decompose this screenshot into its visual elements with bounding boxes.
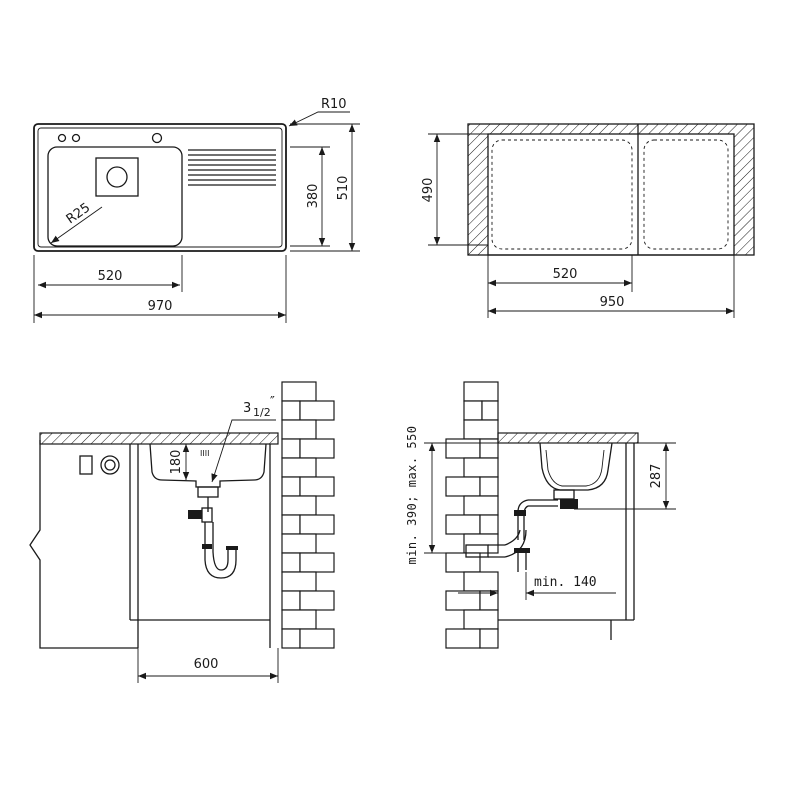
bowl-cutout-dashed (491, 139, 633, 250)
drainer-grooves (188, 149, 276, 186)
worktop-section (39, 432, 279, 445)
dim-490-label: 490 (421, 178, 436, 203)
brick-wall-right (445, 381, 499, 649)
r25-leader (50, 206, 103, 244)
bowl-outline (47, 146, 183, 247)
tap-holes (57, 132, 163, 144)
dim-380-label: 380 (306, 184, 321, 209)
dim-520b-label: 520 (553, 267, 578, 282)
dim-520-label: 520 (98, 269, 123, 284)
dim-height-range-label: min. 390; max. 550 (405, 425, 419, 564)
bowl-side-section (539, 442, 613, 491)
sink-outline (33, 123, 287, 252)
plan-view: R25 R10 380 510 520 970 (33, 97, 360, 323)
r10-leader (288, 111, 350, 127)
drain-size-mark: ″ (270, 395, 275, 410)
strainer-waste (95, 157, 139, 197)
dim-970-label: 970 (148, 299, 173, 314)
side-section-view: min. 390; max. 550 287 min. 140 (405, 381, 676, 649)
dim-287-label: 287 (649, 464, 664, 489)
dim-600-label: 600 (194, 657, 219, 672)
overflow-control (79, 455, 93, 475)
front-section-view: IIII 3 1/2 ″ 180 600 (29, 395, 279, 683)
dim-950-label: 950 (600, 295, 625, 310)
cutout-view: 490 520 950 (421, 123, 755, 318)
brick-wall-left (281, 381, 335, 649)
dim-510-label: 510 (336, 176, 351, 201)
r10-label: R10 (321, 97, 347, 112)
sink-inner-rim (37, 127, 283, 248)
svg-text:IIII: IIII (200, 449, 209, 458)
dim-min-140-label: min. 140 (534, 575, 597, 590)
dim-180-label: 180 (169, 450, 184, 475)
drain-size-fraction: 1/2 (253, 406, 271, 419)
drain-size-whole: 3 (243, 401, 251, 416)
worktop-hatch (468, 124, 754, 255)
